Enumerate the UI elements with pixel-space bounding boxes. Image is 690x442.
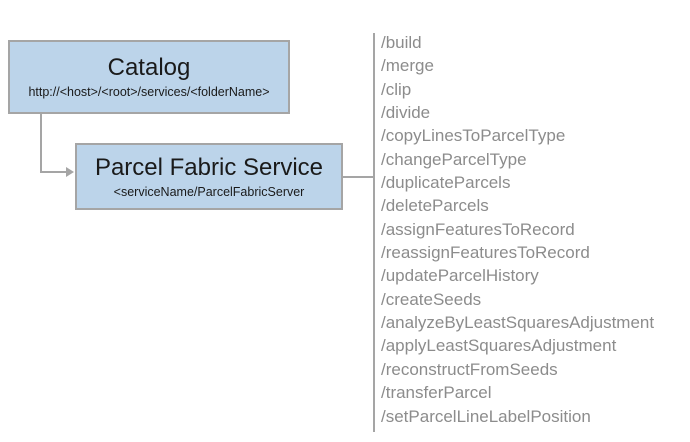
service-url: <serviceName/ParcelFabricServer — [113, 184, 305, 199]
catalog-node: Catalog http://<host>/<root>/services/<f… — [8, 40, 290, 114]
endpoint-item: /applyLeastSquaresAdjustment — [381, 336, 617, 356]
endpoint-item: /assignFeaturesToRecord — [381, 219, 575, 239]
endpoint-item: /analyzeByLeastSquaresAdjustment — [381, 313, 655, 333]
endpoint-item: /transferParcel — [381, 383, 492, 403]
endpoint-item: /reassignFeaturesToRecord — [381, 243, 590, 263]
catalog-title: Catalog — [107, 54, 191, 81]
endpoint-item: /updateParcelHistory — [381, 266, 539, 286]
endpoint-item: /merge — [381, 56, 434, 76]
arrowhead-icon — [66, 167, 74, 177]
service-to-endpoints-connector — [343, 176, 373, 178]
endpoint-item: /reconstructFromSeeds — [381, 359, 558, 379]
endpoint-item: /changeParcelType — [381, 149, 527, 169]
catalog-to-service-connector-horizontal — [40, 171, 68, 173]
endpoint-item: /copyLinesToParcelType — [381, 126, 566, 146]
endpoint-list: /build/merge/clip/divide/copyLinesToParc… — [381, 31, 681, 428]
endpoint-item: /setParcelLineLabelPosition — [381, 406, 591, 426]
parcel-fabric-service-node: Parcel Fabric Service <serviceName/Parce… — [75, 143, 343, 210]
endpoint-item: /clip — [381, 79, 412, 99]
service-title: Parcel Fabric Service — [94, 153, 324, 181]
endpoint-item: /duplicateParcels — [381, 173, 511, 193]
endpoint-item: /createSeeds — [381, 289, 482, 309]
endpoint-item: /deleteParcels — [381, 196, 489, 216]
endpoint-list-divider — [373, 33, 375, 432]
catalog-to-service-connector-vertical — [40, 114, 42, 173]
catalog-url: http://<host>/<root>/services/<folderNam… — [28, 85, 270, 99]
endpoint-item: /divide — [381, 103, 431, 123]
endpoint-item: /build — [381, 33, 422, 52]
